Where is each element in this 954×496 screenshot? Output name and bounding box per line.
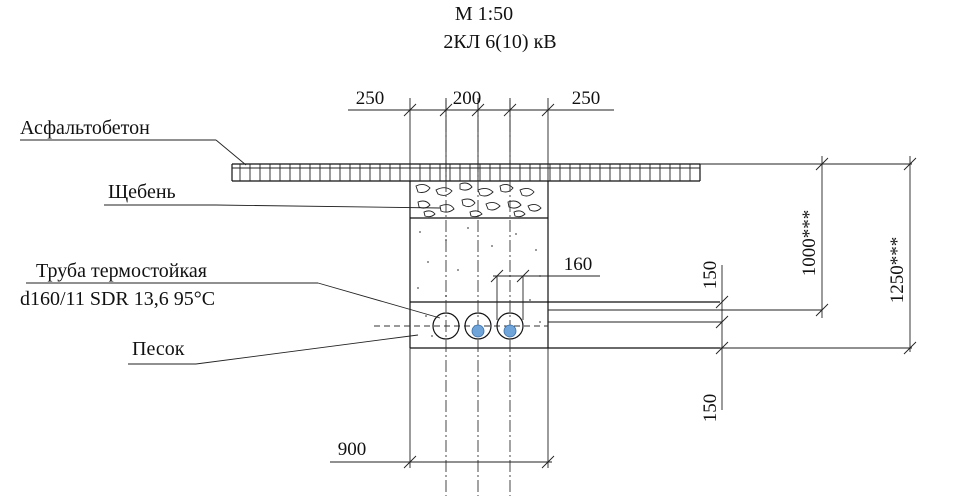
dim-top-right: 250 bbox=[572, 88, 601, 109]
top-dimensions: 250 200 250 bbox=[348, 88, 614, 181]
dim-right-150-bottom: 150 bbox=[700, 394, 721, 423]
cable-icon bbox=[503, 324, 517, 338]
layer-labels: Асфальтобетон Щебень Труба термостойкая … bbox=[20, 117, 441, 365]
dim-top-mid: 200 bbox=[453, 88, 482, 109]
pipe-axis-lines bbox=[374, 100, 548, 496]
gravel-layer bbox=[410, 182, 548, 219]
scale-label: М 1:50 bbox=[455, 3, 513, 25]
asphalt-label: Асфальтобетон bbox=[20, 117, 150, 139]
dim-pipe-d: 160 bbox=[564, 254, 593, 275]
cable-line-label: 2КЛ 6(10) кВ bbox=[443, 31, 556, 53]
pipe-label-line1: Труба термостойкая bbox=[36, 260, 207, 282]
bottom-dimension: 900 bbox=[330, 348, 555, 469]
trench-walls bbox=[409, 181, 549, 348]
pipe-diameter-dimension: 160 bbox=[490, 254, 600, 320]
pipes bbox=[432, 312, 524, 340]
right-dimensions: 150 150 1000*** 1250*** bbox=[700, 156, 917, 423]
pipe-label-line2: d160/11 SDR 13,6 95°С bbox=[20, 288, 215, 310]
sand-label: Песок bbox=[132, 338, 185, 360]
dim-top-left: 250 bbox=[356, 88, 385, 109]
dim-right-1000: 1000*** bbox=[799, 210, 820, 277]
dim-right-150-top: 150 bbox=[700, 261, 721, 290]
cable-icon bbox=[471, 324, 485, 338]
dim-bottom-900: 900 bbox=[338, 439, 367, 460]
gravel-label: Щебень bbox=[108, 181, 176, 203]
dim-right-1250: 1250*** bbox=[887, 237, 908, 304]
asphalt-layer bbox=[231, 163, 701, 182]
